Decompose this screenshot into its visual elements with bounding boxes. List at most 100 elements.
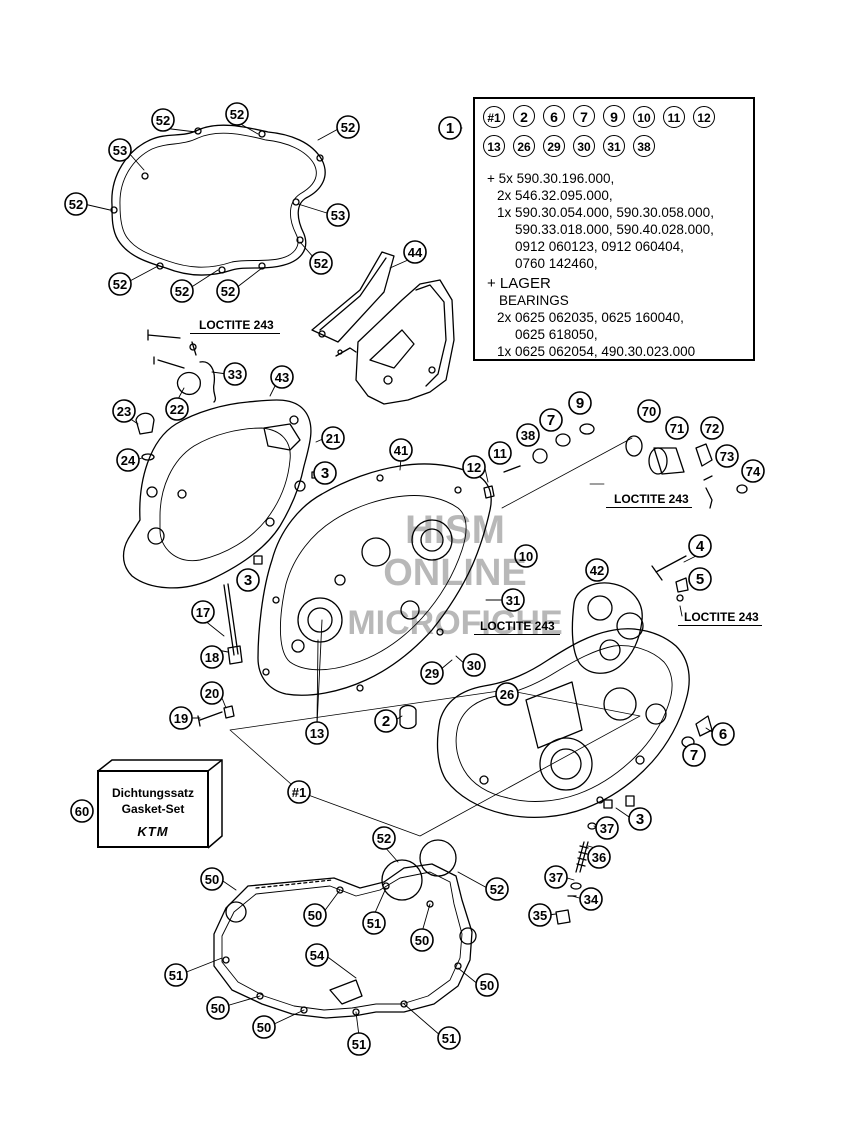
callout-label: 51 xyxy=(352,1037,366,1052)
callout-18: 18 xyxy=(200,645,224,669)
callout-label: 7 xyxy=(690,747,698,764)
kit-chip: 38 xyxy=(633,135,655,157)
callout-label: 53 xyxy=(113,143,127,158)
callout-50: 50 xyxy=(303,903,327,927)
callout-73: 73 xyxy=(715,444,739,468)
gasket-set-label-de: Dichtungssatz xyxy=(111,786,194,800)
callout-label: 50 xyxy=(480,978,494,993)
kit-chip: 6 xyxy=(543,105,565,127)
callout-72: 72 xyxy=(700,416,724,440)
callout-label: 5 xyxy=(696,571,704,588)
callout-label: 21 xyxy=(326,431,340,446)
callout-10: 10 xyxy=(514,544,538,568)
callout-13: 13 xyxy=(305,721,329,745)
callout-17: 17 xyxy=(191,600,215,624)
kit-line-10: 0625 618050, xyxy=(515,327,598,342)
callout-52: 52 xyxy=(64,192,88,216)
callout-label: 73 xyxy=(720,449,734,464)
callout-52: 52 xyxy=(216,279,240,303)
callout-11: 11 xyxy=(488,441,512,465)
cover-plate-part xyxy=(355,279,455,405)
kit-line-1: + 5x 590.30.196.000, xyxy=(487,171,615,186)
callout-50: 50 xyxy=(206,996,230,1020)
kit-line-4: 590.33.018.000, 590.40.028.000, xyxy=(515,222,714,237)
callout-label: 19 xyxy=(174,711,188,726)
loctite-label-top: LOCTITE 243 xyxy=(199,318,274,332)
callout-35: 35 xyxy=(528,903,552,927)
kit-line-9: 2x 0625 062035, 0625 160040, xyxy=(497,310,684,325)
callout-label: 34 xyxy=(584,892,599,907)
callout-label: 29 xyxy=(425,666,439,681)
callout-3: 3 xyxy=(628,807,652,831)
callout-21: 21 xyxy=(321,426,345,450)
callout-label: 37 xyxy=(549,870,563,885)
callout-#1: #1 xyxy=(287,780,311,804)
callout-9: 9 xyxy=(568,391,592,415)
callout-41: 41 xyxy=(389,438,413,462)
gasket-set-logo: KTM xyxy=(137,824,169,839)
callout-22: 22 xyxy=(165,397,189,421)
callout-52: 52 xyxy=(485,877,509,901)
callout-label: 35 xyxy=(533,908,547,923)
callout-31: 31 xyxy=(501,588,525,612)
callout-26: 26 xyxy=(495,682,519,706)
callout-label: 31 xyxy=(506,593,520,608)
callout-label: 4 xyxy=(696,538,705,555)
callout-23: 23 xyxy=(112,399,136,423)
kit-line-5: 0912 060123, 0912 060404, xyxy=(515,239,684,254)
loctite-label-center: LOCTITE 243 xyxy=(480,619,555,633)
callout-label: 11 xyxy=(493,446,507,461)
callout-33: 33 xyxy=(223,362,247,386)
callout-74: 74 xyxy=(741,459,765,483)
small-parts-right xyxy=(651,555,713,748)
callout-label: 6 xyxy=(719,726,727,743)
callout-label: 1 xyxy=(446,120,454,137)
bracket-part xyxy=(311,251,395,357)
callout-label: 50 xyxy=(205,872,219,887)
callout-label: 50 xyxy=(257,1020,271,1035)
loctite-underline-top xyxy=(190,333,280,334)
callout-label: 50 xyxy=(211,1001,225,1016)
callout-label: 51 xyxy=(169,968,183,983)
callout-50: 50 xyxy=(252,1015,276,1039)
callout-label: 52 xyxy=(314,256,328,271)
callout-label: 53 xyxy=(331,208,345,223)
callout-label: 13 xyxy=(310,726,324,741)
callout-label: 72 xyxy=(705,421,719,436)
spring-parts xyxy=(555,822,597,925)
callout-42: 42 xyxy=(585,558,609,582)
callout-label: 2 xyxy=(382,713,390,730)
callout-4: 4 xyxy=(688,534,712,558)
callout-7: 7 xyxy=(539,408,563,432)
callout-label: 30 xyxy=(467,658,481,673)
kit-line-2: 2x 546.32.095.000, xyxy=(497,188,613,203)
kit-chip: 10 xyxy=(633,106,655,128)
loctite-label-right-b: LOCTITE 243 xyxy=(684,610,759,624)
callout-50: 50 xyxy=(410,928,434,952)
callout-71: 71 xyxy=(665,416,689,440)
callout-label: 33 xyxy=(228,367,242,382)
callout-label: 43 xyxy=(275,370,289,385)
kit-chip: 26 xyxy=(513,135,535,157)
callout-3: 3 xyxy=(236,568,260,592)
kit-chip: 11 xyxy=(663,106,685,128)
callout-38: 38 xyxy=(516,423,540,447)
loctite-underline-center xyxy=(474,634,560,635)
callout-30: 30 xyxy=(462,653,486,677)
callout-51: 51 xyxy=(164,963,188,987)
bolts-left xyxy=(197,583,243,727)
callout-label: 22 xyxy=(170,402,184,417)
callout-51: 51 xyxy=(347,1032,371,1056)
callout-37: 37 xyxy=(595,816,619,840)
callout-12: 12 xyxy=(462,455,486,479)
loctite-underline-right-a xyxy=(606,507,692,508)
callout-label: #1 xyxy=(292,785,306,800)
callout-label: 3 xyxy=(321,465,329,482)
callout-label: 24 xyxy=(121,453,136,468)
callout-50: 50 xyxy=(200,867,224,891)
callout-label: 60 xyxy=(75,804,89,819)
